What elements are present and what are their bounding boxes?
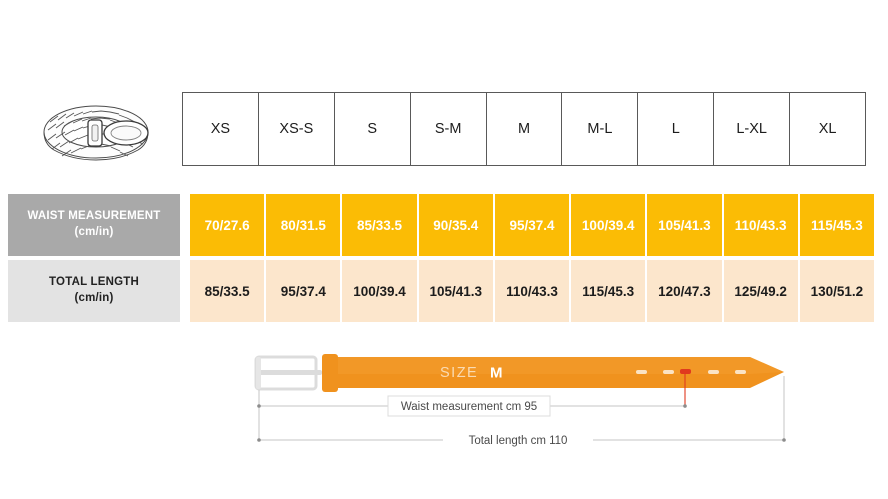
belt-size-value: M	[490, 365, 503, 382]
total-length-value-track: 85/33.5 95/37.4 100/39.4 105/41.3 110/43…	[190, 260, 874, 322]
total-length-dimension-label: Total length cm 110	[469, 435, 568, 447]
total-length-label: TOTAL LENGTH (cm/in)	[8, 260, 180, 322]
belt-hole	[708, 370, 719, 374]
total-length-value-cell: 85/33.5	[190, 260, 265, 322]
total-length-value-cell: 100/39.4	[342, 260, 417, 322]
total-length-dimension-line: Total length cm 110	[257, 431, 786, 449]
total-length-value-cell: 125/49.2	[723, 260, 798, 322]
waist-value-cell: 80/31.5	[266, 194, 341, 256]
total-length-value-cell: 105/41.3	[418, 260, 493, 322]
belt-hole-selected	[680, 369, 691, 374]
belt-size-prefix: SIZE	[440, 365, 478, 381]
waist-value-cell: 110/43.3	[723, 194, 798, 256]
size-header-cell: M-L	[561, 92, 639, 166]
waist-value-track: 70/27.6 80/31.5 85/33.5 90/35.4 95/37.4 …	[190, 194, 874, 256]
belt-holes	[636, 369, 746, 374]
waist-value-cell: 85/33.5	[342, 194, 417, 256]
waist-value-cell: 95/37.4	[494, 194, 570, 256]
total-length-value-cell: 95/37.4	[266, 260, 341, 322]
waist-dimension-label: Waist measurement cm 95	[401, 401, 537, 413]
waist-value-cell: 105/41.3	[647, 194, 722, 256]
size-header-cell: S	[333, 92, 411, 166]
belt-hole	[735, 370, 746, 374]
total-length-value-cell: 120/47.3	[647, 260, 722, 322]
size-header-cell: XL	[789, 92, 867, 166]
size-header-cell: XS	[182, 92, 259, 166]
waist-measurement-label: WAIST MEASUREMENT (cm/in)	[8, 194, 180, 256]
waist-label-text: WAIST MEASUREMENT	[27, 210, 161, 223]
size-header-cell: L	[637, 92, 715, 166]
waist-measurement-row: WAIST MEASUREMENT (cm/in) 70/27.6 80/31.…	[0, 194, 888, 256]
size-header-cell: L-XL	[713, 92, 791, 166]
waist-value-cell: 70/27.6	[190, 194, 265, 256]
total-length-row: TOTAL LENGTH (cm/in) 85/33.5 95/37.4 100…	[0, 260, 888, 322]
total-length-value-cell: 130/51.2	[799, 260, 874, 322]
waist-dimension-line: Waist measurement cm 95	[257, 395, 687, 417]
size-header-row: XS XS-S S S-M M M-L L L-XL XL	[182, 92, 867, 166]
belt-strap	[338, 357, 784, 388]
belt-hole	[636, 370, 647, 374]
belt-hole	[663, 370, 674, 374]
size-header-cell: S-M	[409, 92, 487, 166]
waist-label-unit: (cm/in)	[74, 226, 114, 238]
belt-diagram: SIZE M Waist measurement cm 95 Total len…	[254, 354, 786, 449]
total-length-label-unit: (cm/in)	[74, 292, 114, 304]
waist-value-cell: 90/35.4	[418, 194, 493, 256]
product-image	[43, 105, 149, 161]
waist-value-cell: 115/45.3	[799, 194, 874, 256]
total-length-label-text: TOTAL LENGTH	[49, 276, 139, 289]
total-length-value-cell: 110/43.3	[494, 260, 570, 322]
total-length-value-cell: 115/45.3	[571, 260, 646, 322]
belt-keeper-loop	[322, 354, 338, 392]
size-header-cell: M	[485, 92, 563, 166]
size-header-cell: XS-S	[257, 92, 335, 166]
belt-buckle-icon	[254, 355, 322, 391]
waist-value-cell: 100/39.4	[571, 194, 646, 256]
